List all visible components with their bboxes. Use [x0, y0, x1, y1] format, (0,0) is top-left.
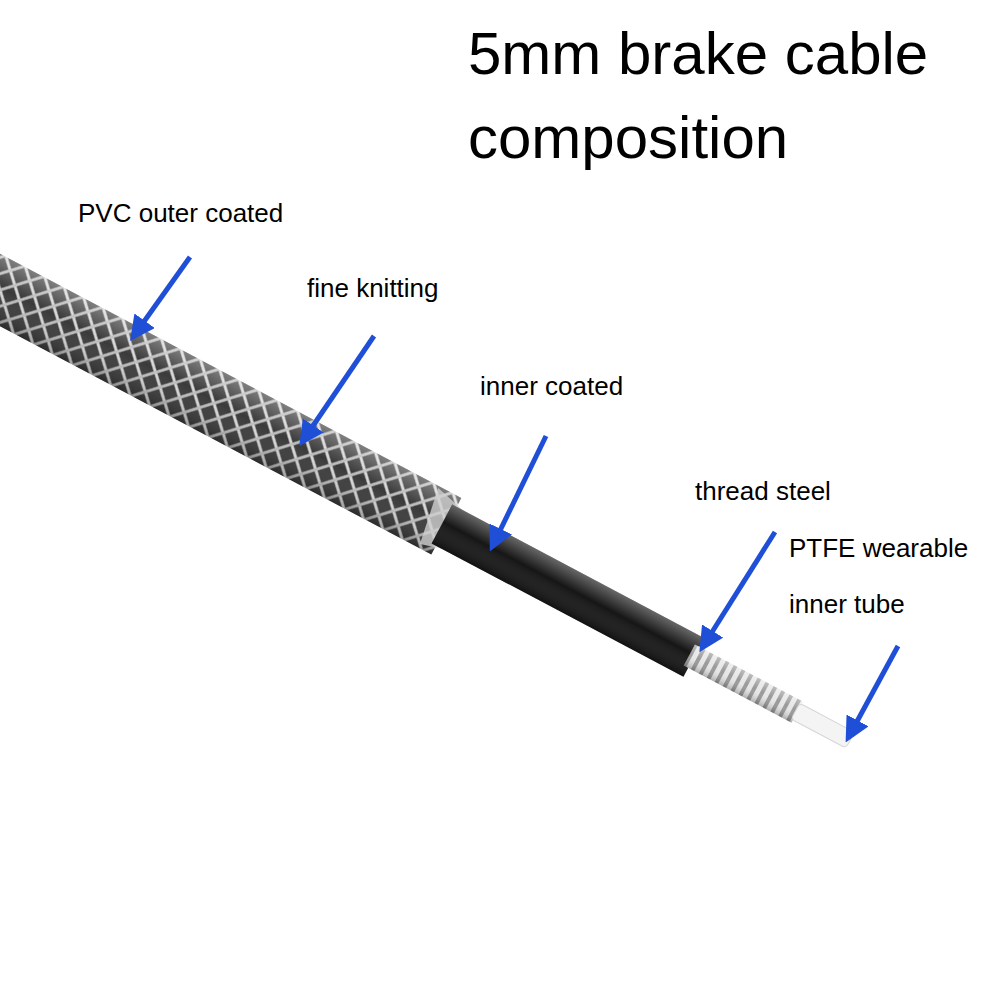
part-label: PVC outer coated: [78, 198, 283, 228]
diagram-title: 5mm brake cable composition: [468, 12, 988, 180]
part-label: PTFE wearable inner tube: [789, 520, 994, 632]
part-label: fine knitting: [307, 273, 439, 303]
part-label: inner coated: [480, 371, 623, 401]
part-label: thread steel: [695, 476, 831, 506]
